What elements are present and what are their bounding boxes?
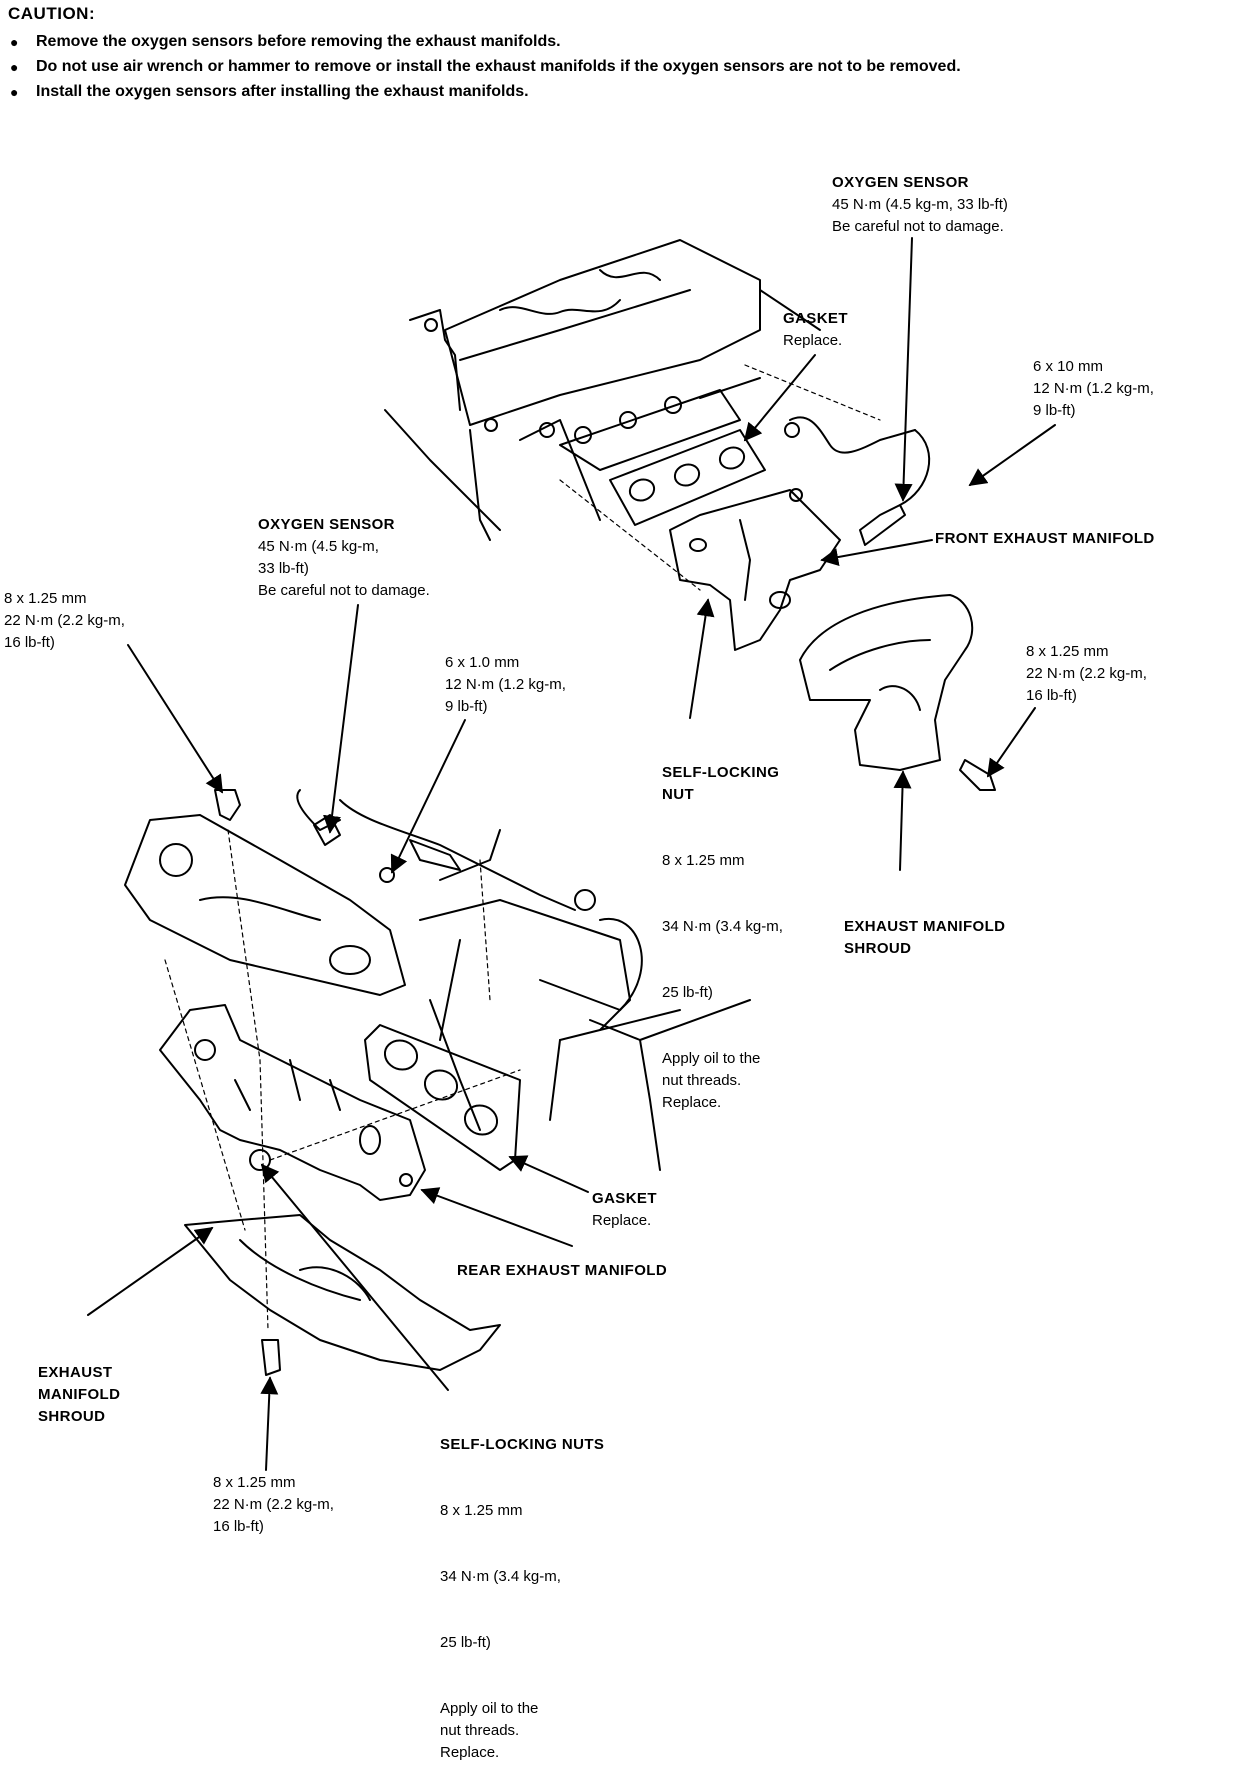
- label-bolt-front-shroud: 8 x 1.25 mm 22 N·m (2.2 kg-m, 16 lb-ft): [1026, 643, 1147, 704]
- gasket-front: [609, 429, 766, 526]
- exhaust-manifold-shroud-rear: [184, 1214, 501, 1376]
- label-exhaust-manifold-shroud-front: EXHAUST MANIFOLD SHROUD: [844, 918, 1006, 957]
- exhaust-manifold-shroud-front: [799, 594, 996, 791]
- label-oxygen-sensor-rear: OXYGEN SENSOR 45 N·m (4.5 kg-m, 33 lb-ft…: [258, 516, 430, 599]
- rear-exhaust-manifold: [159, 1004, 426, 1201]
- label-front-exhaust-manifold: FRONT EXHAUST MANIFOLD: [935, 530, 1155, 547]
- caution-title: CAUTION:: [8, 4, 96, 23]
- label-gasket-rear: GASKET Replace.: [592, 1190, 657, 1229]
- label-gasket-front: GASKET Replace.: [783, 310, 848, 349]
- label-self-locking-nut-front: SELF-LOCKING NUT 8 x 1.25 mm 34 N·m (3.4…: [662, 764, 783, 1111]
- exhaust-manifold-diagram: [87, 237, 1056, 1471]
- engine-block-lower: [419, 829, 751, 1171]
- label-bolt-6x10-front: 6 x 10 mm 12 N·m (1.2 kg-m, 9 lb-ft): [1033, 358, 1154, 419]
- front-exhaust-manifold: [669, 488, 841, 651]
- leader-arrows: [87, 237, 1056, 1471]
- label-bolt-rear-top: 8 x 1.25 mm 22 N·m (2.2 kg-m, 16 lb-ft): [4, 590, 125, 651]
- heat-shield-rear-upper: [124, 789, 406, 996]
- label-bolt-rear-bottom: 8 x 1.25 mm 22 N·m (2.2 kg-m, 16 lb-ft): [213, 1474, 334, 1535]
- alignment-lines: [164, 364, 881, 1331]
- caution-item: Do not use air wrench or hammer to remov…: [8, 57, 1228, 77]
- caution-list: Remove the oxygen sensors before removin…: [8, 32, 1228, 102]
- label-self-locking-nuts-rear: SELF-LOCKING NUTS 8 x 1.25 mm 34 N·m (3.…: [440, 1436, 605, 1761]
- caution-item: Remove the oxygen sensors before removin…: [8, 32, 1228, 52]
- engine-block-upper: [384, 239, 821, 541]
- label-exhaust-manifold-shroud-rear: EXHAUST MANIFOLD SHROUD: [38, 1364, 121, 1425]
- oxygen-sensor-rear: [296, 789, 596, 911]
- oxygen-sensor-front: [784, 416, 931, 546]
- gasket-rear: [364, 1024, 521, 1171]
- label-rear-exhaust-manifold: REAR EXHAUST MANIFOLD: [457, 1262, 668, 1279]
- caution-item: Install the oxygen sensors after install…: [8, 82, 1228, 102]
- label-bolt-6x1-rear: 6 x 1.0 mm 12 N·m (1.2 kg-m, 9 lb-ft): [445, 654, 566, 715]
- label-oxygen-sensor-front: OXYGEN SENSOR 45 N·m (4.5 kg-m, 33 lb-ft…: [832, 174, 1008, 235]
- caution-block: CAUTION: Remove the oxygen sensors befor…: [8, 4, 1228, 107]
